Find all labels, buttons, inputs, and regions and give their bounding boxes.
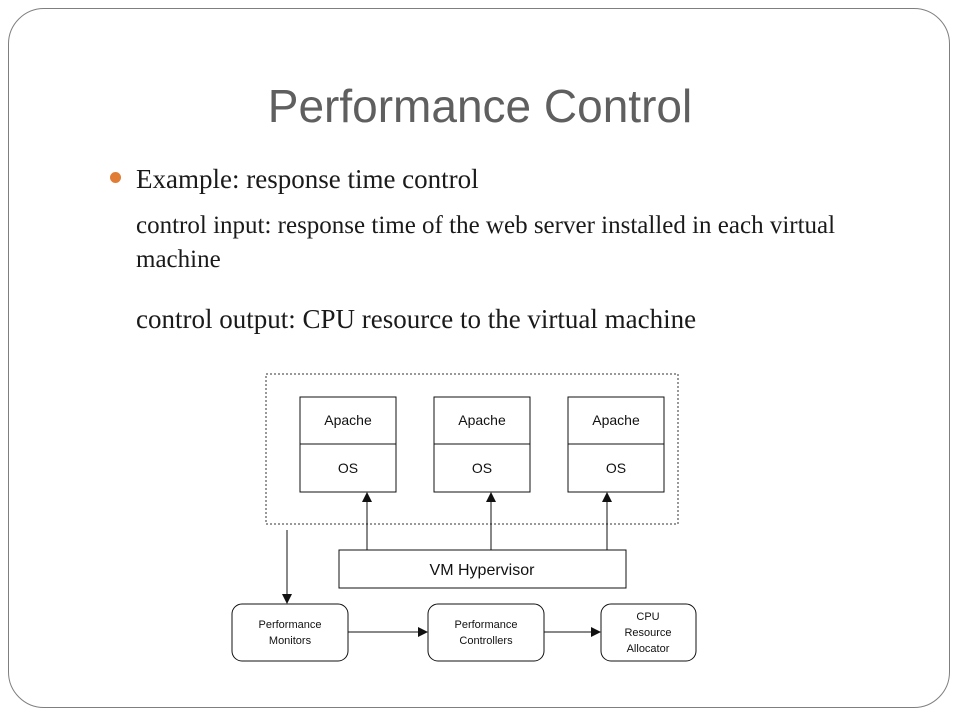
vm-3-os-label: OS (606, 460, 626, 476)
vm-box-3: Apache OS (567, 396, 665, 493)
vm-container (265, 373, 679, 525)
vm-1-os-label: OS (338, 460, 358, 476)
hypervisor-label: VM Hypervisor (430, 562, 536, 579)
allocator-label-line-1: CPU (636, 611, 659, 623)
allocator-label-line-3: Allocator (627, 643, 670, 655)
controllers-label-line-1: Performance (455, 619, 518, 631)
vm-box-2: Apache OS (433, 396, 531, 493)
control-input-text: control input: response time of the web … (136, 212, 836, 273)
hypervisor-box: VM Hypervisor (338, 549, 627, 589)
vm-3-app-label: Apache (592, 412, 640, 428)
bullet-text: Example: response time control (136, 164, 479, 194)
control-output-text: control output: CPU resource to the virt… (136, 304, 697, 334)
allocator-label-line-2: Resource (624, 627, 671, 639)
vm-1-app-label: Apache (324, 412, 372, 428)
bullet-icon (110, 172, 121, 183)
controllers-label-line-2: Controllers (459, 635, 513, 647)
slide-title: Performance Control (267, 80, 693, 132)
performance-monitors-box: Performance Monitors (231, 603, 349, 662)
performance-controllers-box: Performance Controllers (427, 603, 545, 662)
monitors-label-line-2: Monitors (269, 635, 312, 647)
vm-box-1: Apache OS (299, 396, 397, 493)
vm-2-app-label: Apache (458, 412, 506, 428)
vm-2-os-label: OS (472, 460, 492, 476)
slide-frame (8, 8, 950, 708)
monitors-label-line-1: Performance (259, 619, 322, 631)
cpu-allocator-box: CPU Resource Allocator (600, 603, 697, 662)
